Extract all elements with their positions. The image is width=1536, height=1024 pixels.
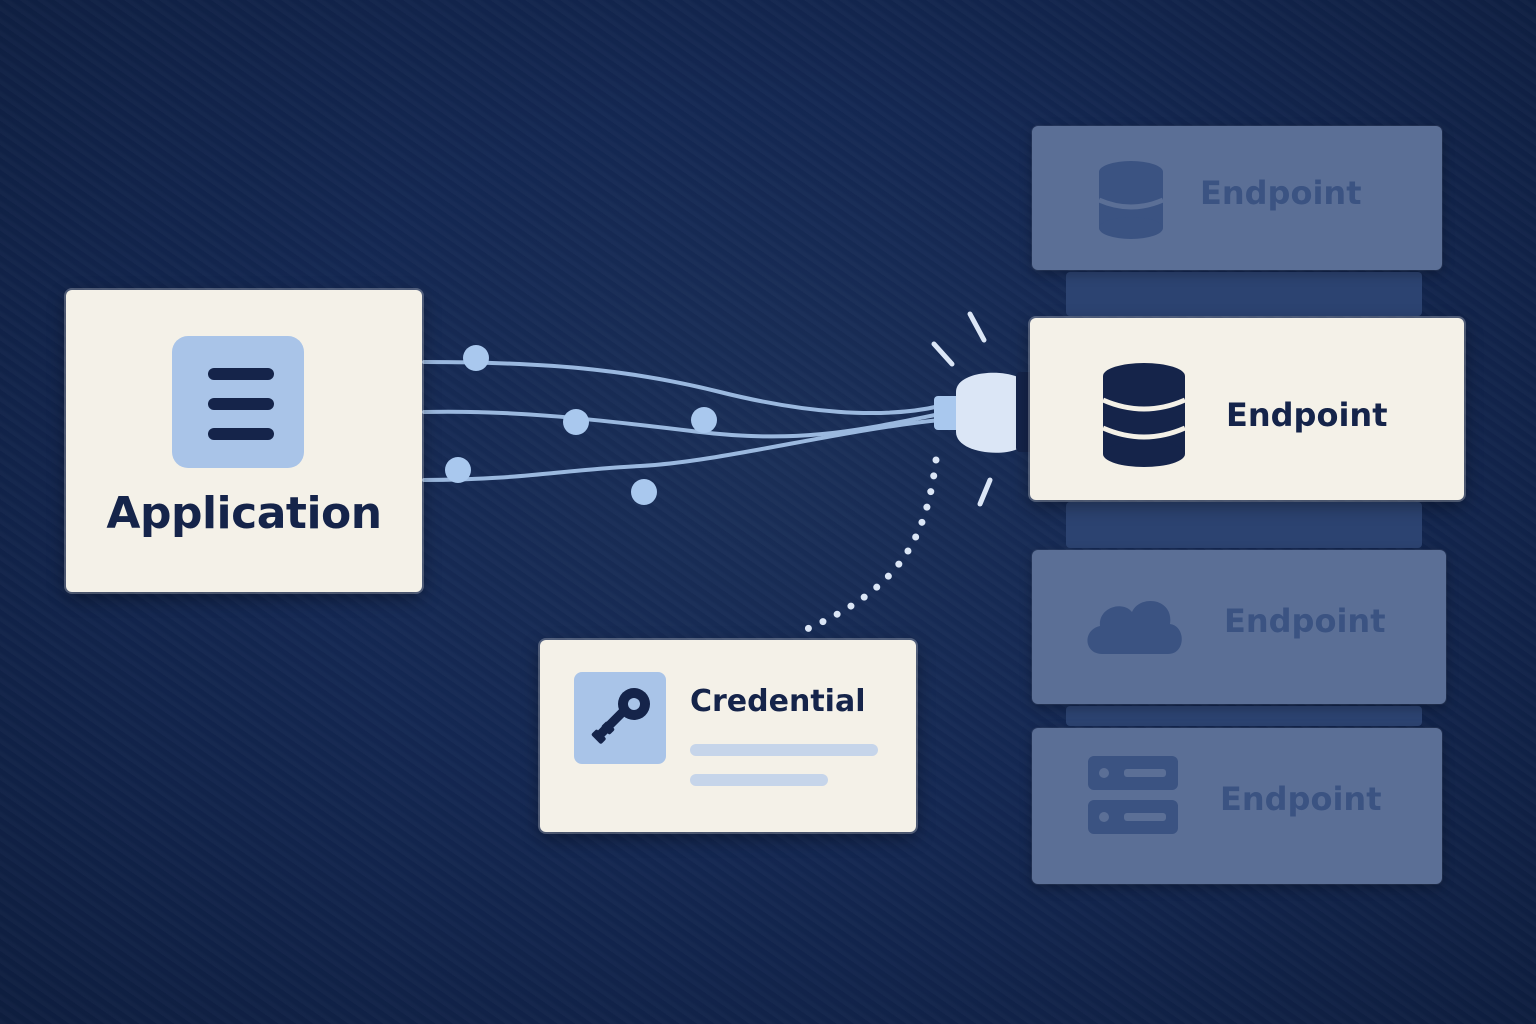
endpoint-label: Endpoint	[1226, 396, 1388, 434]
stack-divider	[1066, 502, 1422, 548]
endpoint-card: Endpoint	[1032, 550, 1446, 704]
endpoint-card-active: Endpoint	[1030, 318, 1464, 500]
credential-label: Credential	[690, 684, 866, 719]
database-icon	[1101, 362, 1187, 472]
connector-wire	[422, 418, 942, 482]
database-icon	[1097, 160, 1165, 244]
endpoint-card: Endpoint	[1032, 126, 1442, 270]
connector-node	[631, 479, 657, 505]
cloud-icon	[1082, 590, 1186, 660]
connector-node	[563, 409, 589, 435]
server-icon	[1088, 756, 1178, 840]
spark-lines	[931, 311, 993, 507]
connector-node	[691, 407, 717, 433]
application-label: Application	[106, 488, 382, 539]
endpoint-label: Endpoint	[1200, 174, 1362, 212]
stack-divider	[1066, 272, 1422, 316]
stack-divider	[1066, 706, 1422, 726]
application-card: Application	[66, 290, 422, 592]
connector-node	[445, 457, 471, 483]
connector-node	[463, 345, 489, 371]
endpoint-label: Endpoint	[1224, 602, 1386, 640]
connector-wire	[422, 360, 942, 416]
endpoint-label: Endpoint	[1220, 780, 1382, 818]
credential-card: Credential	[540, 640, 916, 832]
endpoint-card: Endpoint	[1032, 728, 1442, 884]
credential-placeholder-line	[690, 774, 828, 786]
credential-link	[796, 456, 940, 636]
key-icon	[574, 672, 666, 764]
credential-placeholder-line	[690, 744, 878, 756]
menu-lines-icon	[172, 336, 304, 468]
